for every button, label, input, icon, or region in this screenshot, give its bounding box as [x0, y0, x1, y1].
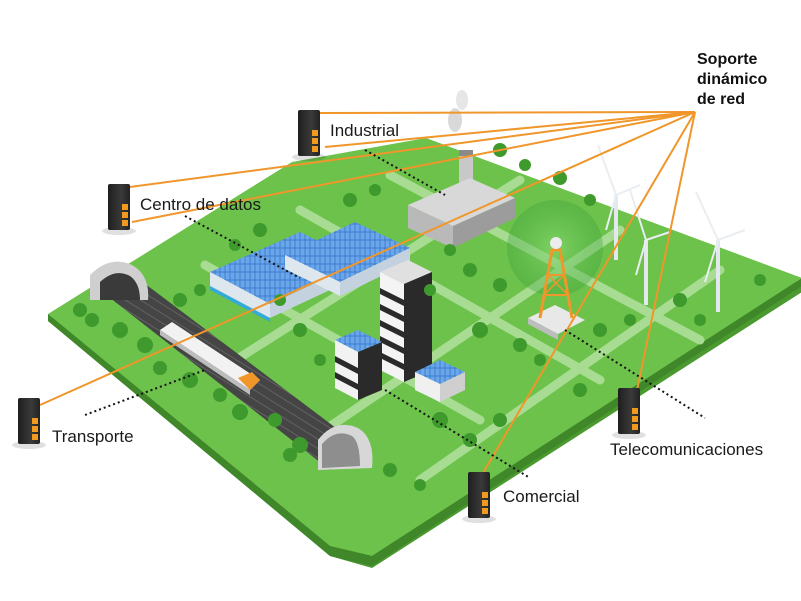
train — [160, 322, 260, 395]
hub-title-line-2: dinámico — [697, 71, 768, 88]
label-telecom: Telecomunicaciones — [610, 440, 764, 459]
connector-lines — [39, 111, 696, 479]
battery-transport — [12, 398, 46, 449]
hub-title: Soporte dinámico de red — [697, 50, 767, 110]
tunnel-left — [90, 261, 149, 300]
label-transport: Transporte — [52, 427, 134, 446]
leader-lines — [84, 149, 706, 479]
label-datacenter: Centro de datos — [140, 195, 261, 214]
industrial-factory — [408, 90, 515, 248]
label-industrial: Industrial — [330, 121, 399, 140]
battery-datacenter — [102, 184, 136, 235]
wind-turbine-icon — [597, 144, 746, 312]
telecom-tower-icon — [507, 200, 603, 340]
label-commercial: Comercial — [503, 487, 580, 506]
commercial-towers — [335, 260, 465, 402]
datacenter-buildings — [210, 222, 410, 322]
hub-title-line-3: de red — [697, 91, 746, 108]
battery-commercial — [462, 472, 496, 523]
battery-telecom — [612, 388, 646, 439]
battery-industrial — [292, 110, 326, 161]
tunnel-right — [318, 424, 373, 470]
hub-title-line-1: Soporte — [697, 51, 758, 68]
